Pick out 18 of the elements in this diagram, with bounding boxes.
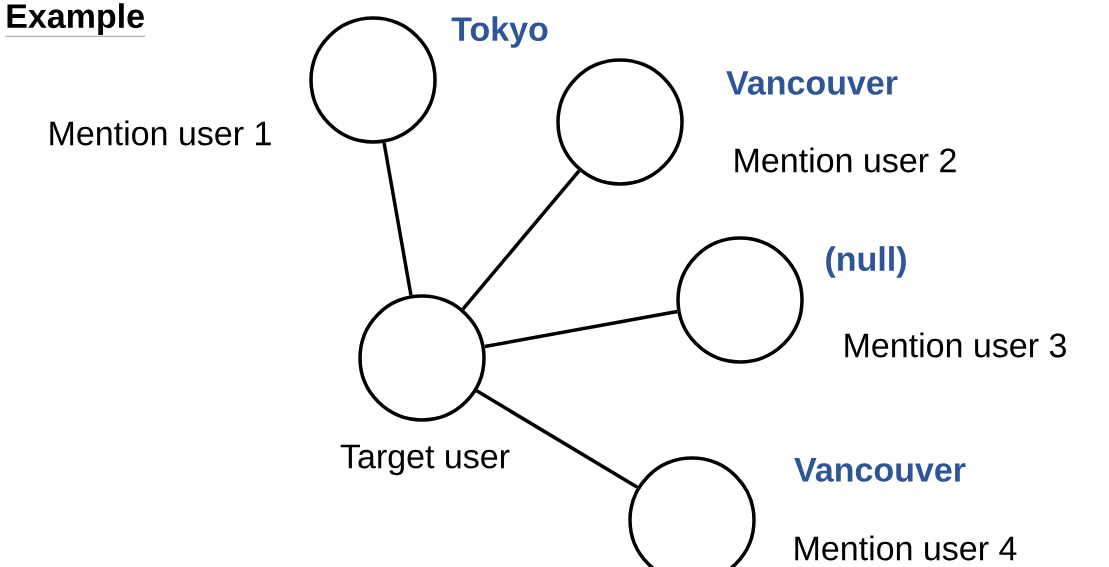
connector-line <box>461 169 581 311</box>
connector-line <box>475 389 639 489</box>
connector-line <box>484 309 678 349</box>
user-label: Mention user 3 <box>845 332 1066 358</box>
city-label: Vancouver <box>726 71 898 95</box>
user-label: Mention user 2 <box>735 147 956 173</box>
title: Example <box>5 3 146 37</box>
city-label: (null) <box>826 246 906 278</box>
city-label: Tokyo <box>451 16 548 48</box>
circle-node <box>358 294 486 422</box>
user-label: Mention user 4 <box>795 535 1017 561</box>
user-label: Target user <box>340 444 510 476</box>
connector-line <box>382 142 413 296</box>
circle-node <box>676 236 804 364</box>
circle-node <box>309 16 437 144</box>
city-label: Vancouver <box>794 458 966 482</box>
user-label: Mention user 1 <box>50 120 271 146</box>
circle-node <box>556 58 684 186</box>
